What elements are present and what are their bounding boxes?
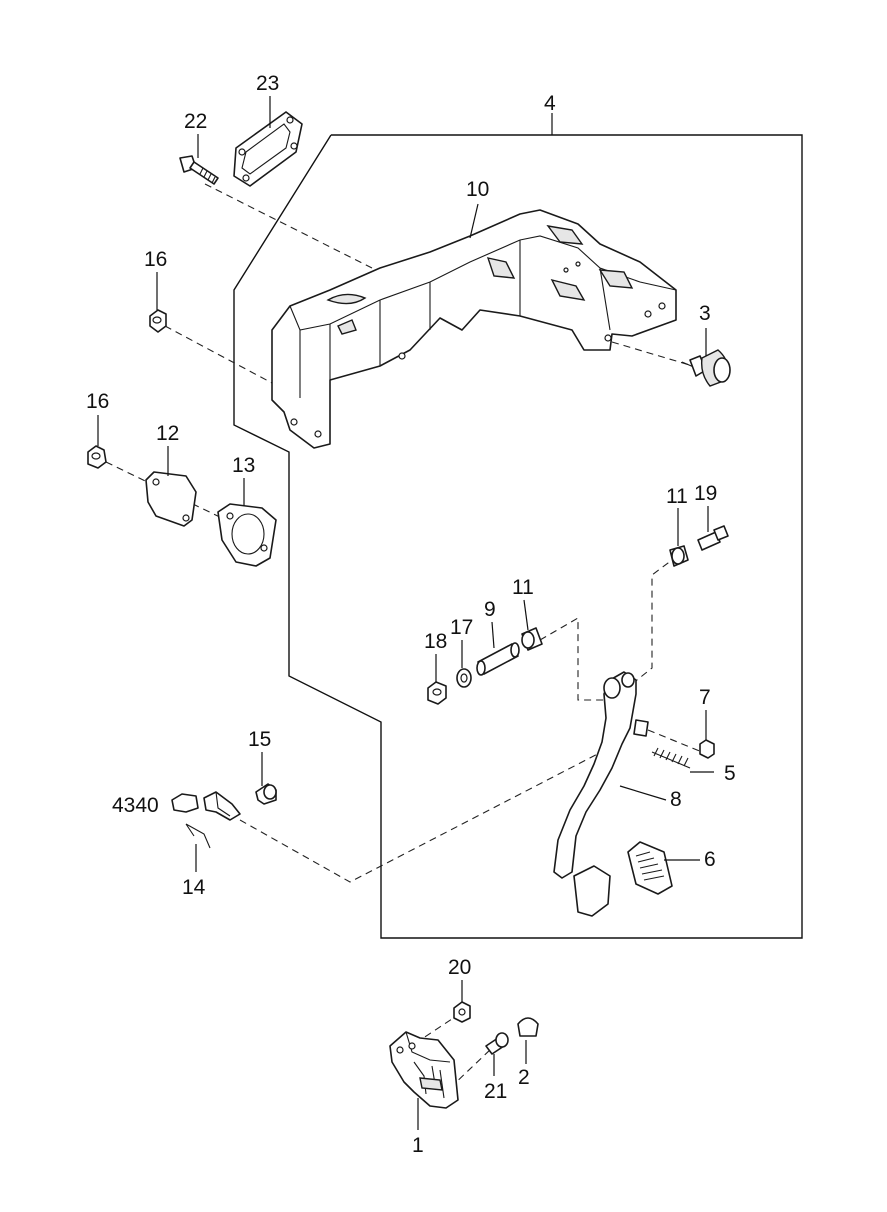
callout-10: 10: [466, 178, 489, 201]
nut-18: [427, 681, 447, 705]
nut-20: [453, 1001, 471, 1023]
callout-1: 1: [412, 1134, 424, 1157]
cap-2: [517, 1017, 539, 1037]
plate-12: [145, 471, 197, 527]
assembly-frame-4: [233, 134, 803, 939]
callout-13: 13: [232, 454, 255, 477]
callout-4340: 4340: [112, 794, 159, 817]
nut-16-upper: [149, 309, 167, 333]
pin-14: [185, 823, 211, 849]
callout-2: 2: [518, 1066, 530, 1089]
gasket-13: [217, 503, 277, 567]
callout-16-lower: 16: [86, 390, 109, 413]
callout-11-center: 11: [512, 576, 534, 599]
bushing-11-upper: [669, 545, 689, 567]
callout-18: 18: [424, 630, 447, 653]
callout-19: 19: [694, 482, 717, 505]
callout-8: 8: [670, 788, 682, 811]
callout-3: 3: [699, 302, 711, 325]
switch-bracket: [203, 791, 241, 821]
callout-21: 21: [484, 1080, 507, 1103]
callout-11-upper: 11: [666, 485, 688, 508]
spring-5: [651, 747, 691, 769]
gasket-23: [233, 111, 303, 187]
callout-4: 4: [544, 92, 556, 115]
nut-7: [699, 739, 715, 759]
callout-5: 5: [724, 762, 736, 785]
pedal-module-1: [389, 1031, 459, 1109]
pedal-pad-6: [627, 841, 673, 895]
bolt-21: [485, 1032, 509, 1055]
callout-16-upper: 16: [144, 248, 167, 271]
callout-12: 12: [156, 422, 179, 445]
bushing-11-center: [521, 627, 543, 651]
callout-22: 22: [184, 110, 207, 133]
bracket-10: [271, 209, 677, 449]
stopper-3: [681, 349, 731, 387]
washer-17: [456, 668, 472, 688]
bushing-15: [255, 783, 277, 805]
callout-23: 23: [256, 72, 279, 95]
switch-4340: [171, 793, 199, 813]
dashed-leader-lines: [105, 183, 703, 1089]
bolt-19: [697, 525, 729, 551]
callout-17: 17: [450, 616, 473, 639]
callout-15: 15: [248, 728, 271, 751]
callout-9: 9: [484, 598, 496, 621]
bolt-22: [179, 155, 219, 185]
pedal-arm-8: [553, 671, 649, 917]
nut-16-lower: [87, 445, 107, 469]
callout-7: 7: [699, 686, 711, 709]
callout-6: 6: [704, 848, 716, 871]
callout-20: 20: [448, 956, 471, 979]
sleeve-9: [476, 642, 520, 676]
callout-leader-lines: [97, 96, 714, 1130]
callout-labels: 4 10 23 22 16 3 16 12 13 11 19 11 9 17 1…: [86, 72, 736, 1157]
callout-14: 14: [182, 876, 206, 899]
